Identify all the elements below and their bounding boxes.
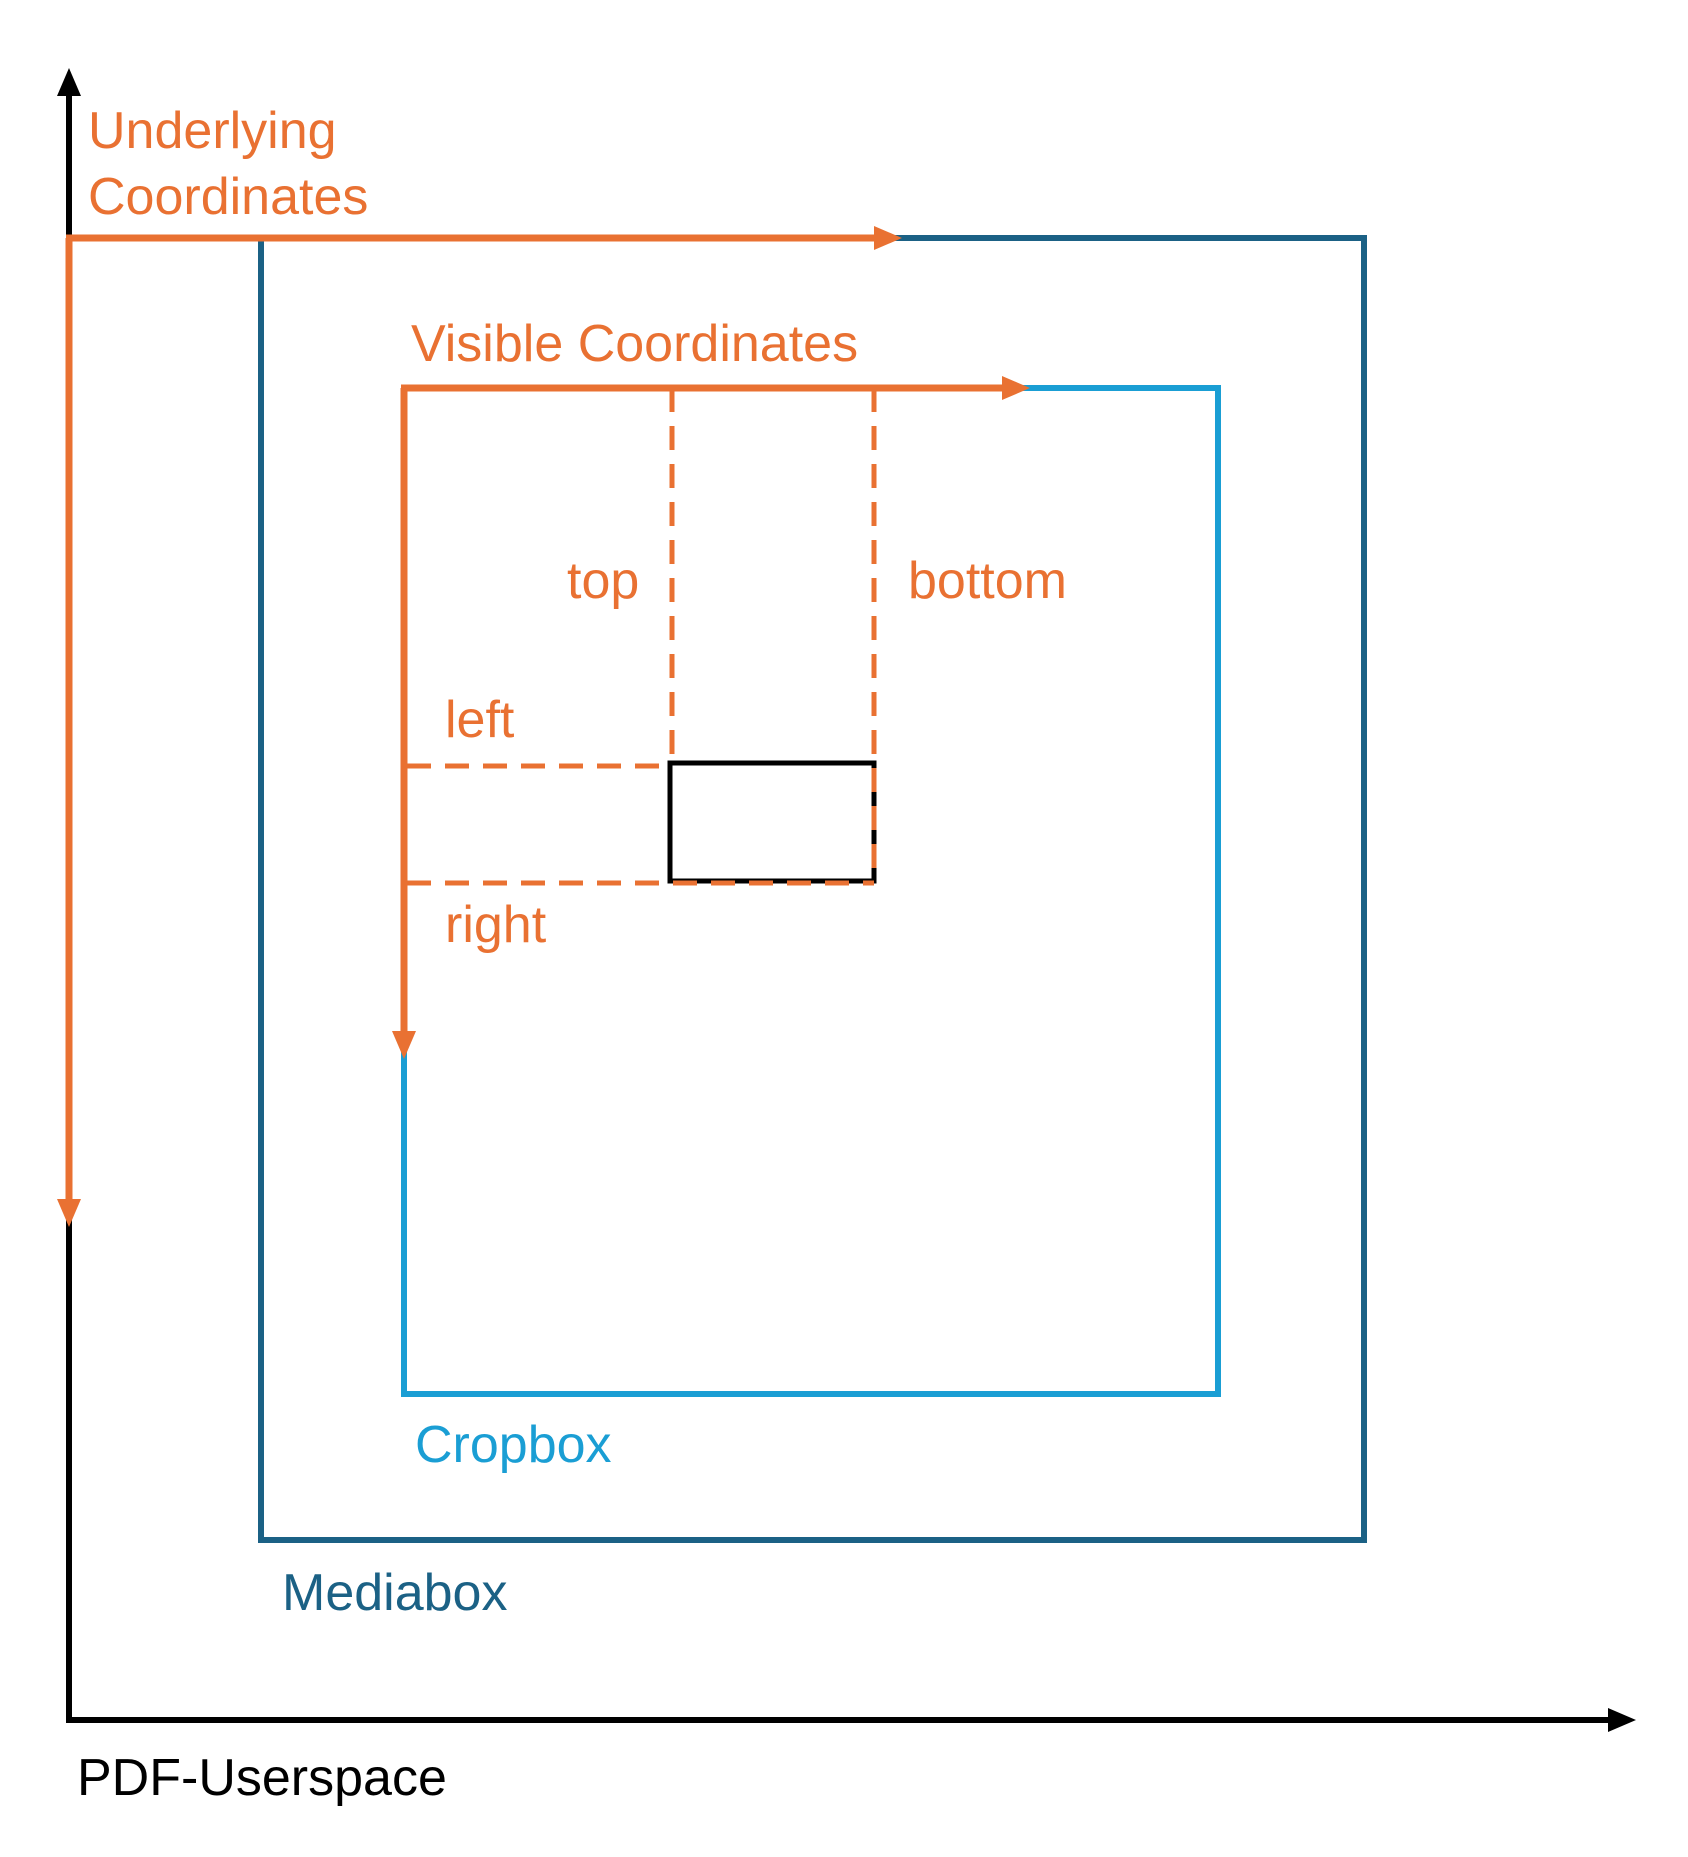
bottom-label: bottom bbox=[908, 552, 1067, 610]
right-label: right bbox=[445, 896, 547, 954]
visible-coordinates-axes bbox=[392, 376, 1030, 1059]
cropbox-rect bbox=[401, 385, 1221, 1397]
underlying-y-arrowhead bbox=[57, 1199, 81, 1227]
mediabox-rect bbox=[258, 235, 1367, 1543]
top-label: top bbox=[567, 552, 639, 610]
mediabox-label: Mediabox bbox=[282, 1564, 507, 1622]
visible-coordinates-label: Visible Coordinates bbox=[411, 315, 858, 373]
underlying-coordinates-label-line2: Coordinates bbox=[88, 168, 368, 226]
userspace-x-arrowhead bbox=[1608, 1708, 1636, 1732]
dashed-guides bbox=[407, 388, 877, 886]
underlying-coordinates-axes bbox=[57, 226, 902, 1227]
cropbox-label: Cropbox bbox=[415, 1416, 612, 1474]
left-label: left bbox=[445, 691, 515, 749]
userspace-y-arrowhead bbox=[57, 68, 81, 96]
target-rect bbox=[667, 760, 877, 884]
visible-x-arrowhead bbox=[1002, 376, 1030, 400]
underlying-coordinates-label-line1: Underlying bbox=[88, 102, 337, 160]
underlying-x-arrowhead bbox=[874, 226, 902, 250]
visible-y-arrowhead bbox=[392, 1031, 416, 1059]
pdf-userspace-label: PDF-Userspace bbox=[77, 1749, 447, 1807]
